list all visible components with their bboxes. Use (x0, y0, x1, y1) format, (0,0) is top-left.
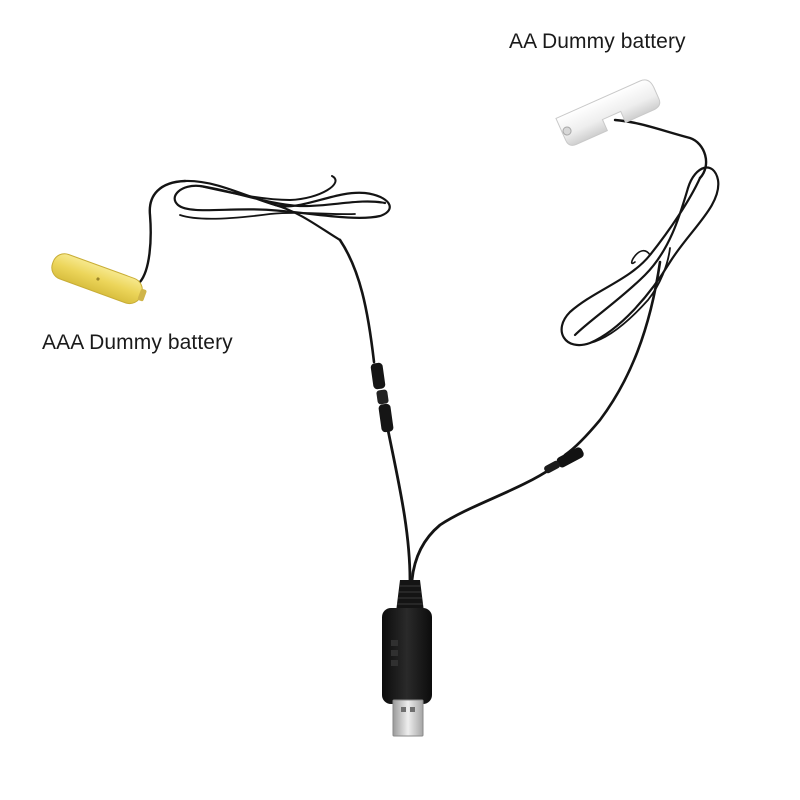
inline-connector (370, 362, 394, 433)
aa-dummy-battery-label: AA Dummy battery (509, 30, 686, 53)
aaa-dummy-battery-label: AAA Dummy battery (42, 331, 233, 354)
aa-cable (410, 118, 720, 582)
usb-plug (382, 608, 432, 737)
aa-dummy-battery (555, 79, 661, 146)
usb-strain-relief (396, 580, 424, 612)
aaa-dummy-battery (51, 253, 147, 305)
barrel-connector (544, 447, 584, 474)
aaa-cable (138, 175, 412, 582)
